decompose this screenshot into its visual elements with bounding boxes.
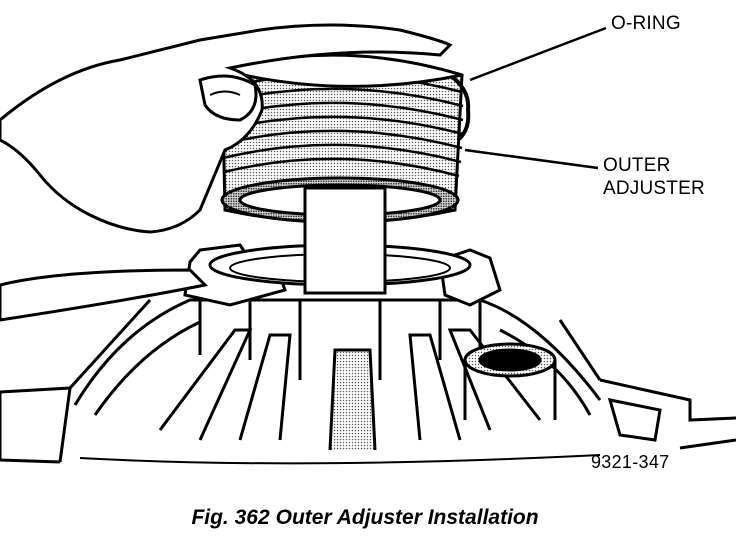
o-ring-label: O-RING: [611, 13, 681, 34]
hand-bottom: [0, 268, 209, 322]
figure-number: 9321-347: [591, 452, 670, 472]
outer-adjuster-part: [216, 53, 471, 295]
callout-leaders: [464, 26, 607, 170]
caption-fig-number: Fig. 362: [191, 506, 270, 529]
caption-title: Outer Adjuster Installation: [275, 506, 539, 529]
outer-adjuster-label: OUTER ADJUSTER: [603, 154, 705, 200]
outer-adjuster-label-line1: OUTER: [603, 155, 671, 176]
outer-adjuster-label-line2: ADJUSTER: [603, 178, 705, 199]
o-ring-leader: [469, 26, 607, 82]
hand-top: [0, 23, 453, 234]
outer-adjuster-leader: [464, 148, 599, 170]
